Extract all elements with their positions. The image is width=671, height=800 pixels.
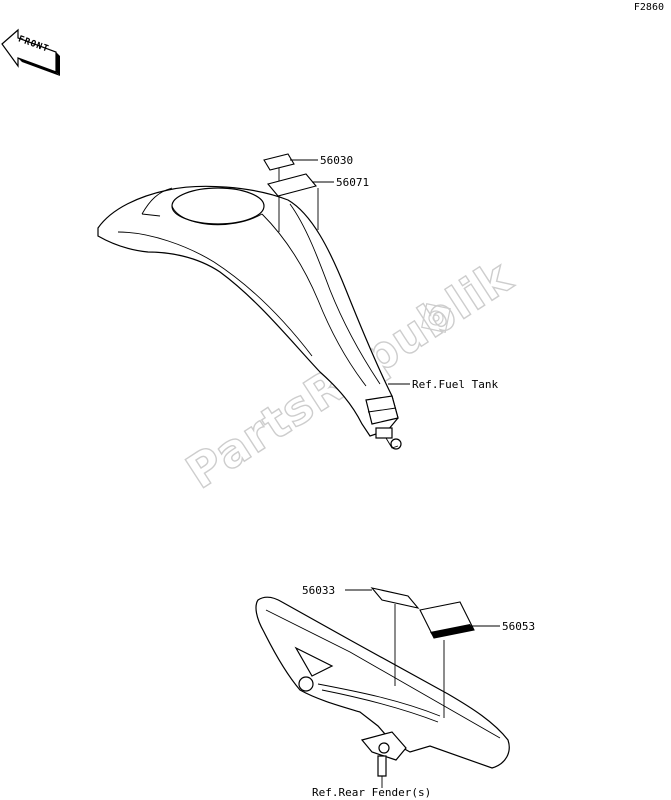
label-56071: 56071 (336, 176, 369, 189)
petcock-icon (375, 427, 402, 450)
fuel-tank-drawing (97, 185, 402, 450)
decal-56030 (263, 153, 295, 171)
label-ref-rear-fender: Ref.Rear Fender(s) (312, 786, 431, 799)
decal-56033 (370, 587, 420, 609)
label-56030: 56030 (320, 154, 353, 167)
label-56033: 56033 (302, 584, 335, 597)
label-ref-fuel-tank: Ref.Fuel Tank (412, 378, 498, 391)
chain-cover-drawing (255, 596, 510, 777)
figure-code: F2860 (634, 2, 664, 13)
front-arrow-icon: FRONT (1, 28, 60, 76)
decal-56071 (267, 173, 317, 197)
watermark-gear-icon (421, 303, 451, 333)
label-56053: 56053 (502, 620, 535, 633)
